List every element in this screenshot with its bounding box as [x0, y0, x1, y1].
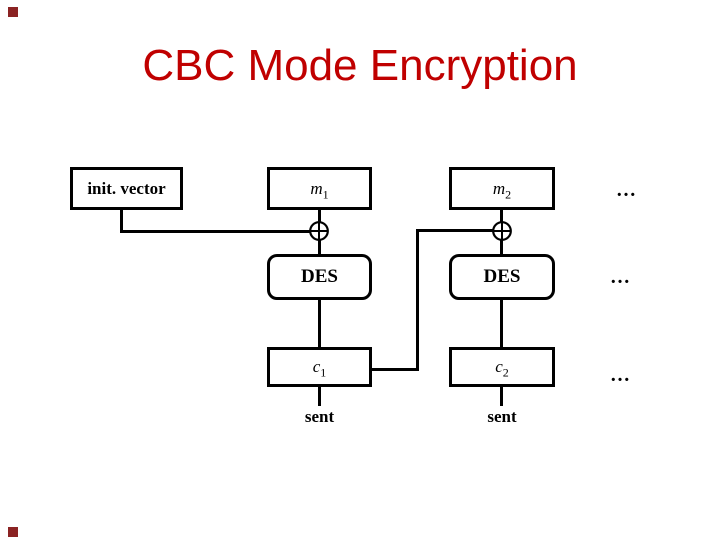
connector-line [318, 208, 321, 222]
xor-icon [492, 221, 512, 241]
connector-line [500, 208, 503, 222]
connector-line [318, 299, 321, 347]
ellipsis-row-1: … [616, 179, 636, 201]
des-2-box: DES [449, 254, 555, 300]
message-2-label: m2 [492, 178, 512, 201]
sent-2-label: sent [487, 407, 517, 426]
connector-line [120, 230, 310, 233]
des-2-label: DES [483, 266, 521, 287]
connector-line [120, 208, 123, 233]
connector-line [500, 386, 503, 406]
message-1-label: m1 [310, 178, 329, 201]
cipher-2-label: c2 [495, 357, 509, 380]
connector-line [318, 386, 321, 406]
cipher-1-label: c1 [312, 357, 327, 380]
connector-line [500, 240, 503, 255]
message-1-box: m1 [267, 167, 372, 210]
cipher-1-box: c1 [267, 347, 372, 387]
xor-icon [309, 221, 329, 241]
init-vector-box: init. vector [70, 167, 183, 210]
corner-decoration-top-icon [8, 7, 18, 17]
ellipsis-row-3: … [610, 364, 630, 386]
corner-decoration-bottom-icon [8, 527, 18, 537]
feedback-line [416, 229, 419, 371]
sent-1-label: sent [304, 407, 335, 426]
ellipsis-row-2: … [610, 266, 630, 288]
des-1-box: DES [267, 254, 372, 300]
slide-title: CBC Mode Encryption [142, 41, 578, 90]
des-1-label: DES [301, 266, 338, 287]
message-2-box: m2 [449, 167, 555, 210]
feedback-line [416, 229, 493, 232]
init-vector-label: init. vector [87, 178, 166, 198]
feedback-line [371, 368, 419, 371]
connector-line [500, 299, 503, 347]
connector-line [318, 240, 321, 255]
cipher-2-box: c2 [449, 347, 555, 387]
